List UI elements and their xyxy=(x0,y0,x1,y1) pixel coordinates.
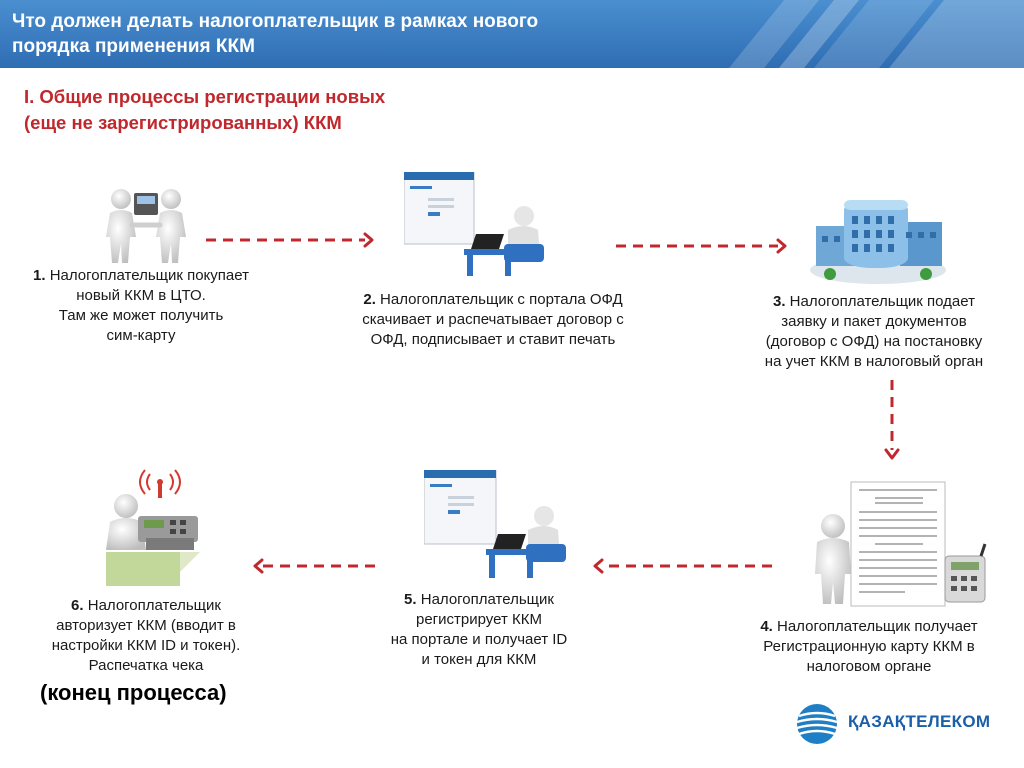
globe-logo-icon xyxy=(796,704,838,744)
person-laptop-icon xyxy=(404,172,554,277)
end-of-process-label: (конец процесса) xyxy=(40,680,227,705)
step-2-text: 2. Налогоплательщик с портала ОФД скачив… xyxy=(362,291,624,348)
header-bar: Что должен делать налогоплательщик в рам… xyxy=(0,0,1024,68)
registration-card-icon xyxy=(815,481,987,607)
people-handshake-icon xyxy=(106,189,186,263)
cash-register-icon xyxy=(106,469,200,586)
step-6-text: 6. Налогоплательщик авторизует ККМ (ввод… xyxy=(51,597,241,674)
person-laptop-icon xyxy=(424,470,574,580)
page-title: Что должен делать налогоплательщик в рам… xyxy=(12,11,539,57)
step-1-text: 1. Налогоплательщик покупает новый ККМ в… xyxy=(33,267,249,344)
section-title: I. Общие процессы регистрации новых (еще… xyxy=(24,86,386,133)
step-4-text: 4. Налогоплательщик получает Регистрацио… xyxy=(760,618,978,675)
kazakhtelecom-logo: ҚАЗАҚТЕЛЕКОМ xyxy=(792,702,1002,746)
header-decoration xyxy=(729,0,1024,68)
logo-text: ҚАЗАҚТЕЛЕКОМ xyxy=(848,712,991,731)
step-5-text: 5. Налогоплательщик регистрирует ККМ на … xyxy=(390,591,568,668)
step-3-text: 3. Налогоплательщик подает заявку и паке… xyxy=(764,293,984,370)
building-icon xyxy=(810,200,946,284)
